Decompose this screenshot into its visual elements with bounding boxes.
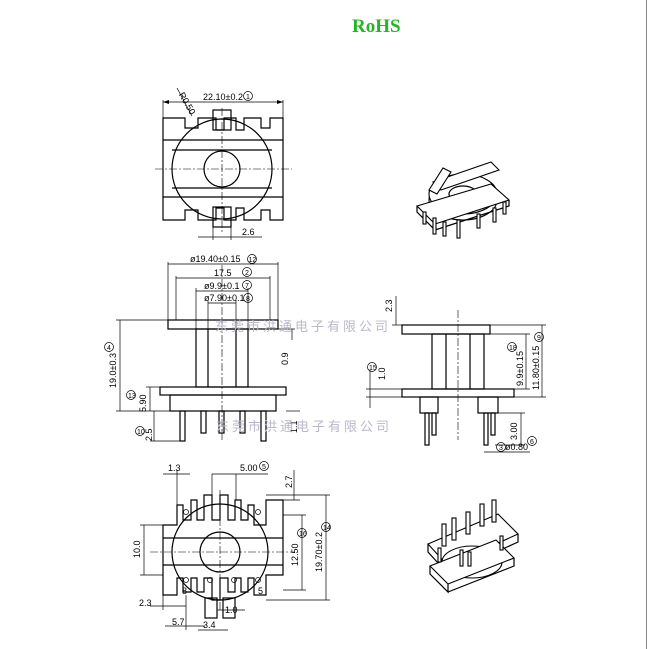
pin-dia-dim: ø0.80 xyxy=(505,442,528,452)
isometric-view-top xyxy=(415,161,511,239)
outer-dia-dim: ø19.40±0.15 xyxy=(190,254,240,264)
inner-dia-dim: ø7.90±0.1 xyxy=(204,293,244,303)
inner-dia-tag: 8 xyxy=(246,296,250,303)
pin-length-dim: 2.5 xyxy=(144,428,154,441)
top-width-dim: 22.10±0.2 xyxy=(203,92,243,102)
slot-width-dim: 2.6 xyxy=(242,227,255,237)
pin-length-side-dim: 3.00 xyxy=(509,422,519,440)
base-height-dim: 5.90 xyxy=(138,394,148,412)
bottom-h3-tag: 14 xyxy=(323,525,331,532)
bottom-h2-tag: 16 xyxy=(299,531,307,538)
flange-thickness-dim: 0.9 xyxy=(280,352,290,365)
side-w1-tag: 18 xyxy=(509,345,517,352)
pin-pitch-tag: 5 xyxy=(262,464,266,471)
side-w2-tag: 9 xyxy=(537,335,541,342)
bottom-c-dim: 2.3 xyxy=(139,598,152,608)
side-flange-dim: 1.0 xyxy=(377,367,387,380)
isometric-view-bottom xyxy=(427,499,519,594)
watermark-bottom: 东莞市洪通电子有限公司 xyxy=(216,419,392,435)
flange-width-dim: 17.5 xyxy=(214,268,232,278)
bottom-a-dim: 1.3 xyxy=(168,463,181,473)
flange-width-tag: 2 xyxy=(245,270,249,277)
base-height-tag: 13 xyxy=(128,393,136,400)
core-dia-tag: 7 xyxy=(245,283,249,290)
side-w1-dim: 9.9±0.15 xyxy=(515,351,525,386)
side-flange-tag: 15 xyxy=(369,365,377,372)
bottom-d-dim: 1.0 xyxy=(225,605,238,615)
outer-dia-tag: 12 xyxy=(249,257,257,264)
pin-length-tag: 10 xyxy=(137,429,145,436)
side-top-gap-dim: 2.3 xyxy=(384,299,394,312)
side-view: 2.3 1.0 15 9.9±0.15 18 11.80±0.15 9 3.00 xyxy=(366,296,546,453)
watermark-top: 东莞市洪通电子有限公司 xyxy=(215,319,391,335)
pin-offset-dim: 1.1 xyxy=(289,420,299,433)
bottom-h1-dim: 10.0 xyxy=(132,540,142,558)
bottom-f-dim: 3.4 xyxy=(203,620,216,630)
total-height-tag: 4 xyxy=(107,345,111,352)
pin-dia-tag: 3 xyxy=(499,445,503,452)
bottom-b-dim: 2.7 xyxy=(284,475,294,488)
bottom-h2-dim: 12.50 xyxy=(290,543,300,566)
side-w2-dim: 11.80±0.15 xyxy=(531,346,541,390)
front-view: ø19.40±0.15 12 17.5 2 ø9.9±0.1 7 ø7.90±0… xyxy=(104,254,300,442)
bottom-e-dim: 5.7 xyxy=(172,617,185,627)
pin-length-side-tag: 6 xyxy=(530,439,534,446)
pin-5-label: 5 xyxy=(258,586,263,596)
core-dia-dim: ø9.9±0.1 xyxy=(204,281,239,291)
bottom-h3-dim: 19.70±0.2 xyxy=(314,532,324,572)
pin-pitch-dim: 5.00 xyxy=(240,463,258,473)
bottom-view: 8 5 1.3 5.00 5 2.7 10.0 12.50 xyxy=(132,461,331,631)
top-view: 22.10±0.2 1 R0.50 2.6 xyxy=(155,87,292,240)
total-height-dim: 19.0±0.3 xyxy=(108,353,118,388)
corner-radius-dim: R0.50 xyxy=(177,91,198,117)
rohs-title: RoHS xyxy=(352,16,401,37)
pin-8-label: 8 xyxy=(182,586,187,596)
top-width-tag: 1 xyxy=(246,94,250,101)
